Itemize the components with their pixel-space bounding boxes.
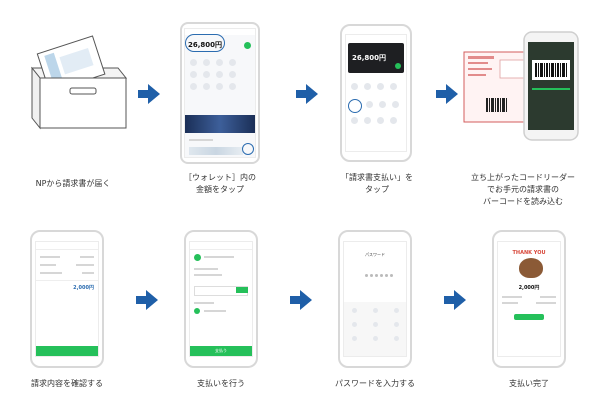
amount-highlight <box>185 34 225 52</box>
step-7-caption: パスワードを入力する <box>335 379 415 388</box>
step-5-caption: 請求内容を確認する <box>31 379 103 388</box>
thank-you-banner: THANK YOU <box>512 250 546 256</box>
scan-highlight <box>242 143 254 155</box>
step-6-caption: 支払いを行う <box>197 379 245 388</box>
next-button[interactable] <box>36 346 98 356</box>
done-amount: 2,000円 <box>518 285 540 291</box>
chart-strip <box>189 147 243 155</box>
step-3-caption: 「請求書支払い」を タップ <box>341 173 413 194</box>
step-2-caption: ［ウォレット］内の 金額をタップ <box>184 173 256 194</box>
step-8-phone: THANK YOU 2,000円 <box>492 230 566 368</box>
pay-button[interactable]: 支払う <box>190 346 252 356</box>
keypad[interactable] <box>344 302 406 356</box>
step-4-caption: 立ち上がったコードリーダー でお手元の請求書の バーコードを読み込む <box>471 173 575 206</box>
pay-amount[interactable]: 26,800円 <box>352 54 387 62</box>
step-2-phone: 26,800円 <box>180 22 260 164</box>
arrow-right-icon <box>136 290 158 310</box>
step-8-caption: 支払い完了 <box>509 379 549 388</box>
arrow-right-icon <box>436 84 458 104</box>
arrow-right-icon <box>290 290 312 310</box>
step-7-phone: パスワード <box>338 230 412 368</box>
step-1-illustration <box>22 30 132 140</box>
step-6-phone: 支払う <box>184 230 258 368</box>
step-4-illustration <box>462 30 582 150</box>
promo-banner[interactable] <box>185 115 255 133</box>
password-title: パスワード <box>365 252 385 257</box>
ok-button[interactable] <box>514 314 544 320</box>
step-3-phone: 26,800円 <box>340 24 412 162</box>
bill-pay-highlight[interactable] <box>348 99 362 113</box>
confirm-amount: 2,000円 <box>73 285 94 291</box>
bear-sticker-icon <box>519 258 543 278</box>
step-1-caption: NPから請求書が届く <box>35 179 111 188</box>
arrow-right-icon <box>296 84 318 104</box>
arrow-right-icon <box>444 290 466 310</box>
plus-icon[interactable] <box>244 42 251 49</box>
arrow-right-icon <box>138 84 160 104</box>
wallet-amount[interactable]: 26,800円 <box>188 41 223 49</box>
step-5-phone: 2,000円 <box>30 230 104 368</box>
